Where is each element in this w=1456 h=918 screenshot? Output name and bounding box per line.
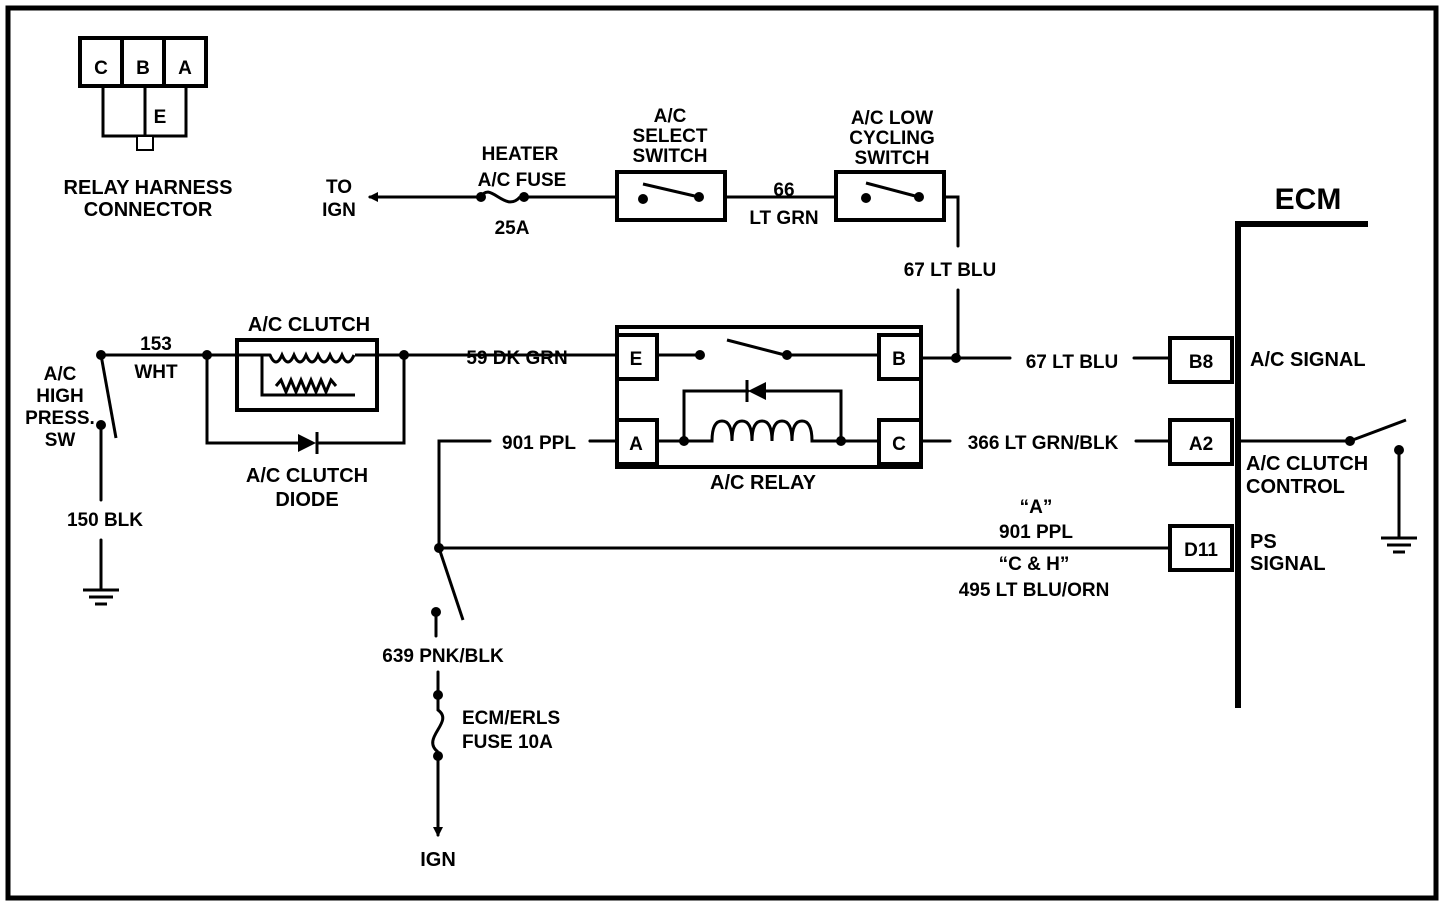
wire-153-label-1: 153 [140, 334, 172, 355]
high-press-label-3: PRESS. [25, 408, 95, 429]
power-steering-circuit: 901 PPL 639 PNK/BLK ECM/ERLS FUSE 10A IG… [382, 433, 1172, 871]
clutch-control-label-2: CONTROL [1246, 476, 1345, 498]
wire-495-label: 495 LT BLU/ORN [959, 580, 1110, 601]
to-ign-label-2: IGN [322, 200, 356, 221]
clutch-diode-symbol [298, 434, 316, 452]
connector-pin-b: B [136, 58, 150, 79]
relay-pin-e: E [630, 349, 643, 370]
relay-pin-a: A [629, 434, 643, 455]
wire-67-vertical-label: 67 LT BLU [904, 260, 997, 281]
relay-harness-connector: C B A E RELAY HARNESS CONNECTOR [64, 36, 233, 221]
ps-signal-label-1: PS [1250, 531, 1277, 553]
relay-to-ecm-wiring: 67 LT BLU 366 LT GRN/BLK [919, 352, 1172, 454]
clutch-diode-label-2: DIODE [275, 489, 338, 511]
relay-diode-symbol [748, 382, 766, 400]
heater-fuse-rating: 25A [495, 218, 530, 239]
wire-150-label: 150 BLK [67, 510, 143, 531]
to-ign-label-1: TO [326, 177, 352, 198]
ecm-fuse-symbol [431, 695, 445, 754]
connector-pin-e: E [154, 107, 167, 128]
ecm-fuse-label-2: FUSE 10A [462, 732, 553, 753]
high-press-label-2: HIGH [36, 386, 84, 407]
wire-901-left-label: 901 PPL [502, 433, 576, 454]
wire-366-label: 366 LT GRN/BLK [968, 433, 1119, 454]
ecm-pin-d11: D11 [1184, 540, 1218, 561]
clutch-diode-label-1: A/C CLUTCH [246, 465, 368, 487]
connector-pin-a: A [178, 58, 192, 79]
ecm-title: ECM [1275, 183, 1342, 216]
high-press-label-1: A/C [44, 364, 77, 385]
relay-body [615, 325, 923, 469]
ecm-pin-a2-box [1168, 418, 1234, 466]
relay-pin-c: C [892, 434, 906, 455]
select-switch-label-1: A/C [654, 106, 687, 127]
low-cycling-label-2: CYCLING [849, 128, 935, 149]
ecm-pin-a2: A2 [1189, 434, 1213, 455]
ac-signal-label: A/C SIGNAL [1250, 349, 1366, 371]
relay-coil [684, 419, 841, 443]
ecm-fuse-label-1: ECM/ERLS [462, 708, 560, 729]
connector-title-line2: CONNECTOR [84, 199, 213, 221]
wire-66-label-1: 66 [773, 180, 794, 201]
connector-title-line1: RELAY HARNESS [64, 177, 233, 199]
select-switch-label-3: SWITCH [633, 146, 708, 167]
heater-fuse-label-2: A/C FUSE [478, 170, 567, 191]
left-ground-symbol [83, 588, 119, 606]
heater-fuse-symbol [479, 190, 522, 204]
ps-signal-label-2: SIGNAL [1250, 553, 1326, 575]
ac-relay: E A B C A/C RELAY [588, 325, 923, 494]
ecm-module: ECM B8 A/C SIGNAL A2 A/C CLUTCH CONTROL … [1168, 183, 1417, 708]
ac-low-cycling-switch [834, 170, 946, 222]
ecm-pin-b8-box [1168, 336, 1234, 384]
wire-67-right-label: 67 LT BLU [1026, 352, 1119, 373]
high-pressure-switch-circuit: A/C HIGH PRESS. SW 150 BLK 153 WHT [25, 334, 209, 606]
clutch-control-label-1: A/C CLUTCH [1246, 453, 1368, 475]
top-circuit: TO IGN HEATER A/C FUSE 25A A/C SELECT SW… [322, 106, 997, 360]
clutch-title: A/C CLUTCH [248, 314, 370, 336]
ecm-pin-b8: B8 [1189, 352, 1213, 373]
relay-title: A/C RELAY [710, 472, 817, 494]
connector-pin-c: C [94, 58, 108, 79]
variant-a-label: “A” [1020, 497, 1053, 518]
wire-901-right-label: 901 PPL [999, 522, 1073, 543]
ac-select-switch [615, 170, 727, 222]
high-press-label-4: SW [45, 430, 76, 451]
wire-66-label-2: LT GRN [749, 208, 818, 229]
wire-59-label: 59 DK GRN [466, 348, 567, 369]
ecm-ground-symbol [1381, 536, 1417, 554]
wire-639-label: 639 PNK/BLK [382, 646, 504, 667]
ign-bottom-label: IGN [420, 849, 456, 871]
wire-153-label-2: WHT [134, 362, 178, 383]
ac-clutch: A/C CLUTCH 59 DK GRN A/C CLUTCH DIODE [202, 314, 592, 511]
select-switch-label-2: SELECT [633, 126, 708, 147]
relay-pin-b: B [892, 349, 906, 370]
clutch-coil-upper [268, 351, 356, 364]
variant-ch-label: “C & H” [999, 554, 1070, 575]
ecm-pin-d11-box [1168, 524, 1234, 572]
heater-fuse-label-1: HEATER [482, 144, 559, 165]
clutch-coil-lower [274, 376, 338, 396]
low-cycling-label-3: SWITCH [855, 148, 930, 169]
diagram-frame [5, 5, 1439, 901]
low-cycling-label-1: A/C LOW [851, 108, 933, 129]
